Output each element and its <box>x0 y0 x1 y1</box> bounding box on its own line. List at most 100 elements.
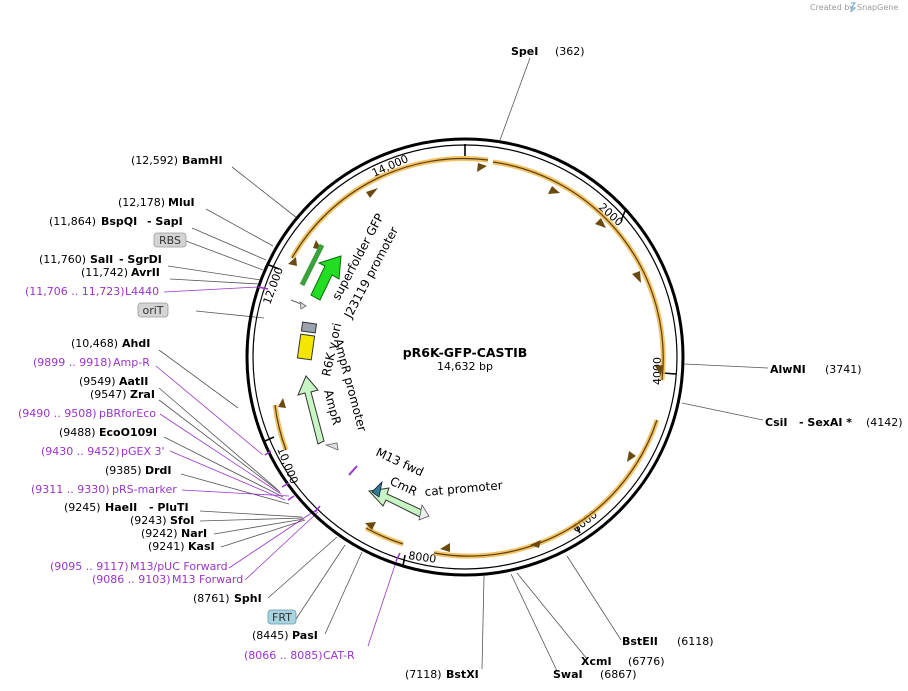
site-name: HaeII <box>105 501 137 514</box>
site-position: (11,864) <box>49 215 96 228</box>
primer-range: (9490 .. 9508) <box>18 407 97 420</box>
primer-labels: (11,706 .. 11,723) L4440 (9899 .. 9918) … <box>18 285 355 662</box>
primer-name: M13/pUC Forward <box>130 560 228 573</box>
site-name: SfoI <box>170 514 194 527</box>
primer-name: pRS-marker <box>112 483 177 496</box>
tick-10000: 10,000 <box>274 445 300 486</box>
site-position: (7118) <box>405 668 442 681</box>
site-extra: - SexAI * <box>799 416 852 429</box>
site-name: MluI <box>168 196 195 209</box>
site-position: (9549) <box>79 375 116 388</box>
credit-brand: SnapGene <box>857 3 898 12</box>
site-name: EcoO109I <box>99 426 157 439</box>
orf-arrow-icon <box>366 188 378 198</box>
primer-range: (9086 .. 9103) <box>92 573 171 586</box>
site-position: (4142) <box>866 416 903 429</box>
primer-name: pGEX 3' <box>121 445 165 458</box>
primer-range: (9095 .. 9117) <box>50 560 129 573</box>
orf-arrow-icon <box>548 186 560 194</box>
label-cat-promoter: cat promoter <box>424 478 503 499</box>
site-extra: - SgrDI <box>119 253 162 266</box>
badge-rbs: RBS <box>153 232 187 248</box>
site-position: (9385) <box>105 464 142 477</box>
badge-rbs-label: RBS <box>159 234 181 247</box>
site-name: NarI <box>181 527 207 540</box>
site-extra: - SapI <box>147 215 183 228</box>
feature-m13-fwd: M13 fwd <box>348 445 426 479</box>
site-name: SalI <box>90 253 113 266</box>
feature-cmr: CmR cat promoter <box>367 474 503 521</box>
site-name: SphI <box>234 592 262 605</box>
orf-arrow-icon <box>530 540 541 548</box>
site-name: XcmI <box>581 655 612 668</box>
site-name: BamHI <box>182 154 223 167</box>
site-position: (8445) <box>252 629 289 642</box>
site-name: AlwNI <box>770 363 806 376</box>
site-position: (11,742) <box>81 266 128 279</box>
site-position: (6118) <box>677 635 714 648</box>
primer-name: L4440 <box>125 285 159 298</box>
site-name: ZraI <box>130 388 155 401</box>
orf-arrow-icon <box>365 522 376 530</box>
orf-arrow-icon <box>440 543 450 552</box>
label-ampr: AmpR <box>321 388 344 426</box>
site-position: (11,760) <box>39 253 86 266</box>
site-position: (9243) <box>130 514 167 527</box>
orf-arrow-icon <box>632 271 641 283</box>
site-position: (6867) <box>600 668 637 681</box>
site-name: PasI <box>292 629 318 642</box>
primer-range: (11,706 .. 11,723) <box>25 285 125 298</box>
badge-orit: oriT <box>137 302 169 318</box>
primer-name: CAT-R <box>323 649 355 662</box>
primer-name: Amp-R <box>113 356 150 369</box>
site-name: SwaI <box>553 668 583 681</box>
orf-arrow-icon <box>655 365 663 376</box>
orf-arrow-icon <box>627 451 636 462</box>
site-position: (10,468) <box>71 337 118 350</box>
site-extra: - PluTI <box>149 501 189 514</box>
site-name: AatII <box>119 375 148 388</box>
site-name: BstEII <box>622 635 658 648</box>
primer-range: (8066 .. 8085) <box>244 649 323 662</box>
site-name: SpeI <box>511 45 538 58</box>
site-position: (9245) <box>64 501 101 514</box>
site-position: (9547) <box>90 388 127 401</box>
site-name: CsiI <box>765 416 787 429</box>
credit-text: Created by <box>810 3 854 12</box>
primer-range: (9899 .. 9918) <box>33 356 112 369</box>
site-position: (9242) <box>141 527 178 540</box>
site-position: (6776) <box>628 655 665 668</box>
site-leader-lines <box>158 57 769 672</box>
snapgene-credit: Created by SnapGene <box>810 2 898 13</box>
site-name: BspQI <box>101 215 137 228</box>
label-m13-fwd: M13 fwd <box>374 445 426 479</box>
site-name: BstXI <box>446 668 479 681</box>
site-position: (8761) <box>193 592 230 605</box>
orf-arrow-icon <box>595 218 606 228</box>
plasmid-length: 14,632 bp <box>437 360 493 373</box>
snapgene-logo-icon <box>849 2 857 13</box>
site-position: (362) <box>555 45 585 58</box>
primer-name: M13 Forward <box>172 573 243 586</box>
primer-marks <box>257 286 401 562</box>
site-position: (9488) <box>59 426 96 439</box>
site-position: (3741) <box>825 363 862 376</box>
position-ticks <box>264 144 677 567</box>
badge-frt: FRT <box>267 609 297 625</box>
site-name: AhdI <box>122 337 150 350</box>
orf-arrow-shafts <box>274 157 664 557</box>
site-position: (9241) <box>148 540 185 553</box>
orf-arrowheads <box>278 163 663 552</box>
site-name: DrdI <box>145 464 172 477</box>
primer-name: pBRforEco <box>99 407 156 420</box>
primer-range: (9430 .. 9452) <box>41 445 120 458</box>
site-position: (12,178) <box>118 196 165 209</box>
site-name: AvrII <box>131 266 160 279</box>
orf-arrow-icon <box>477 163 487 172</box>
site-labels: SpeI (362) (12,592) BamHI (12,178) MluI … <box>39 45 903 681</box>
badge-orit-label: oriT <box>142 304 163 317</box>
primer-leader-lines <box>155 286 398 647</box>
orf-arrow-icon <box>288 257 297 266</box>
